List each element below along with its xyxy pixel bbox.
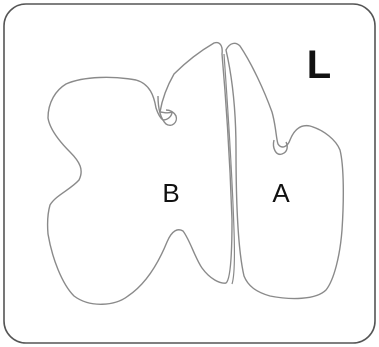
piece-b-label: B (162, 178, 179, 208)
piece-a-label: A (272, 178, 290, 208)
side-marker-label: L (307, 43, 331, 87)
